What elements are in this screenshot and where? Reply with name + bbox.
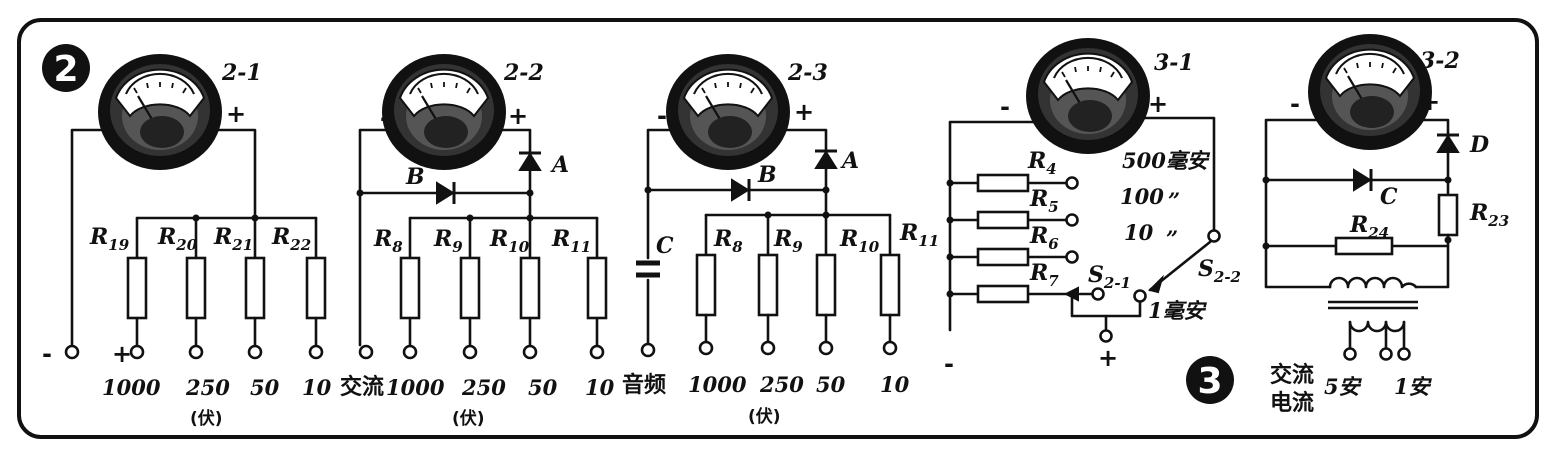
r11-label-2-3: R11 bbox=[899, 220, 939, 250]
r9-label-2-3: R9 bbox=[773, 226, 803, 256]
circuit-3-2-title: 3-2 bbox=[1420, 48, 1460, 74]
s2-2-label: S2-2 bbox=[1198, 256, 1241, 286]
outer-frame bbox=[17, 18, 1539, 439]
r23-label: R23 bbox=[1469, 200, 1509, 230]
circuit-2-1-first-plus: + bbox=[112, 340, 132, 368]
circuit-3-1-minus: - bbox=[1000, 93, 1010, 121]
diode-b-2-3 bbox=[730, 177, 751, 203]
circuit-3-1-range-1: 1毫安 bbox=[1148, 298, 1208, 323]
circuit-3-2-label-d: D bbox=[1469, 132, 1489, 158]
circuit-3-1: 3-1 - + R4 R5 R6 R7 500毫安 100 bbox=[944, 36, 1241, 378]
diode-a-2-3 bbox=[813, 149, 839, 170]
r10-label-2-2: R10 bbox=[489, 226, 530, 256]
r20-label: R20 bbox=[157, 224, 198, 254]
circuit-3-2-plus: + bbox=[1420, 88, 1440, 116]
diode-b-2-2 bbox=[435, 180, 456, 206]
circuit-2-1-range-250: 250 bbox=[185, 375, 230, 400]
r21-label: R21 bbox=[213, 224, 253, 254]
circuit-2-2: 2-2 - + A B R8 R9 R10 R11 交流 1000 250 50… bbox=[340, 52, 615, 429]
figure-3-number: 3 bbox=[1197, 361, 1222, 402]
circuit-2-1-common-minus: - bbox=[42, 340, 52, 368]
circuit-2-3-mode: 音频 bbox=[622, 372, 666, 398]
circuit-2-3-minus: - bbox=[657, 102, 667, 130]
capacitor-c-2-3 bbox=[636, 260, 660, 278]
r5-label: R5 bbox=[1029, 186, 1059, 216]
circuit-3-1-plus: + bbox=[1148, 90, 1168, 118]
circuit-2-1: 2-1 - + R19 R20 R21 R22 - + 1000 250 50 … bbox=[42, 52, 332, 429]
circuit-2-2-range-10: 10 bbox=[585, 375, 615, 400]
meter-3-1 bbox=[1024, 36, 1152, 156]
circuit-2-1-minus: - bbox=[98, 100, 108, 128]
circuit-2-2-plus: + bbox=[508, 102, 528, 130]
circuit-2-2-unit: (伏) bbox=[452, 408, 485, 429]
circuit-3-2-label-c: C bbox=[1380, 184, 1398, 210]
circuit-2-1-unit: (伏) bbox=[190, 408, 223, 429]
circuit-3-1-bottom-plus: + bbox=[1098, 344, 1118, 372]
circuit-2-1-range-1000: 1000 bbox=[102, 375, 161, 400]
circuit-2-3-unit: (伏) bbox=[748, 406, 781, 427]
circuit-2-3-range-10: 10 bbox=[880, 372, 910, 397]
circuit-2-2-title: 2-2 bbox=[503, 60, 544, 86]
circuit-2-2-mode: 交流 bbox=[340, 374, 384, 400]
circuit-2-3-label-b: B bbox=[757, 162, 777, 188]
circuit-3-1-bottom-minus: - bbox=[944, 350, 954, 378]
diode-c-3-2 bbox=[1352, 167, 1373, 193]
r8-label-2-2: R8 bbox=[373, 226, 403, 256]
circuit-3-2-range-1a: 1安 bbox=[1394, 374, 1433, 399]
circuit-3-2-ac-line1: 交流 bbox=[1270, 362, 1314, 388]
circuit-2-1-plus: + bbox=[226, 100, 246, 128]
circuit-3-2-ac-line2: 电流 bbox=[1270, 390, 1314, 416]
circuit-2-1-title: 2-1 bbox=[221, 60, 262, 86]
r22-label: R22 bbox=[271, 224, 311, 254]
circuit-2-2-range-50: 50 bbox=[528, 375, 558, 400]
circuit-2-1-range-10: 10 bbox=[302, 375, 332, 400]
r9-label-2-2: R9 bbox=[433, 226, 463, 256]
circuit-2-2-range-250: 250 bbox=[461, 375, 506, 400]
r6-label: R6 bbox=[1029, 223, 1059, 253]
r7-label: R7 bbox=[1029, 260, 1059, 290]
circuit-2-2-label-b: B bbox=[405, 164, 425, 190]
figure-3-badge: 3 bbox=[1186, 356, 1234, 404]
circuit-2-2-label-a: A bbox=[550, 152, 569, 178]
circuit-3-2-minus: - bbox=[1290, 90, 1300, 118]
transformer-3-2 bbox=[1328, 276, 1418, 361]
circuit-2-2-minus: - bbox=[380, 104, 390, 132]
r24-label: R24 bbox=[1349, 212, 1389, 242]
figure-2-number: 2 bbox=[53, 49, 78, 90]
circuit-3-1-ditto-2: ” bbox=[1166, 226, 1178, 251]
r4-label: R4 bbox=[1027, 148, 1057, 178]
r8-label-2-3: R8 bbox=[713, 226, 743, 256]
s2-1-label: S2-1 bbox=[1088, 262, 1131, 292]
circuit-3-1-range-500: 500毫安 bbox=[1122, 148, 1211, 173]
circuit-2-3-label-c: C bbox=[656, 233, 674, 259]
circuit-2-3: 2-3 - + A B C R8 R9 R10 R11 bbox=[622, 52, 939, 427]
meter-2-1 bbox=[96, 52, 224, 172]
circuit-2-3-range-250: 250 bbox=[759, 372, 804, 397]
r11-label-2-2: R11 bbox=[551, 226, 591, 256]
figure-2-badge: 2 bbox=[42, 44, 90, 92]
circuit-3-2-range-5a: 5安 bbox=[1324, 374, 1363, 399]
circuit-3-1-range-100: 100 bbox=[1120, 184, 1164, 209]
circuit-2-3-range-50: 50 bbox=[816, 372, 846, 397]
circuit-2-3-plus: + bbox=[794, 98, 814, 126]
meter-2-3 bbox=[664, 52, 792, 172]
circuit-3-1-ditto-1: ” bbox=[1168, 188, 1180, 213]
circuit-2-3-title: 2-3 bbox=[787, 60, 828, 86]
circuit-3-1-title: 3-1 bbox=[1154, 50, 1194, 76]
circuit-3-1-range-10: 10 bbox=[1124, 220, 1154, 245]
r10-label-2-3: R10 bbox=[839, 226, 880, 256]
circuit-2-2-range-1000: 1000 bbox=[386, 375, 445, 400]
circuit-3-2: 3-2 - + D C R24 R23 3 bbox=[1186, 32, 1509, 416]
circuit-2-3-range-1000: 1000 bbox=[688, 372, 747, 397]
circuit-2-1-range-50: 50 bbox=[250, 375, 280, 400]
meter-2-2 bbox=[380, 52, 508, 172]
circuit-2-3-label-a: A bbox=[840, 148, 859, 174]
diode-a-2-2 bbox=[517, 151, 543, 172]
r19-label: R19 bbox=[89, 224, 130, 254]
diode-d-3-2 bbox=[1435, 133, 1461, 154]
meter-3-2 bbox=[1306, 32, 1434, 152]
